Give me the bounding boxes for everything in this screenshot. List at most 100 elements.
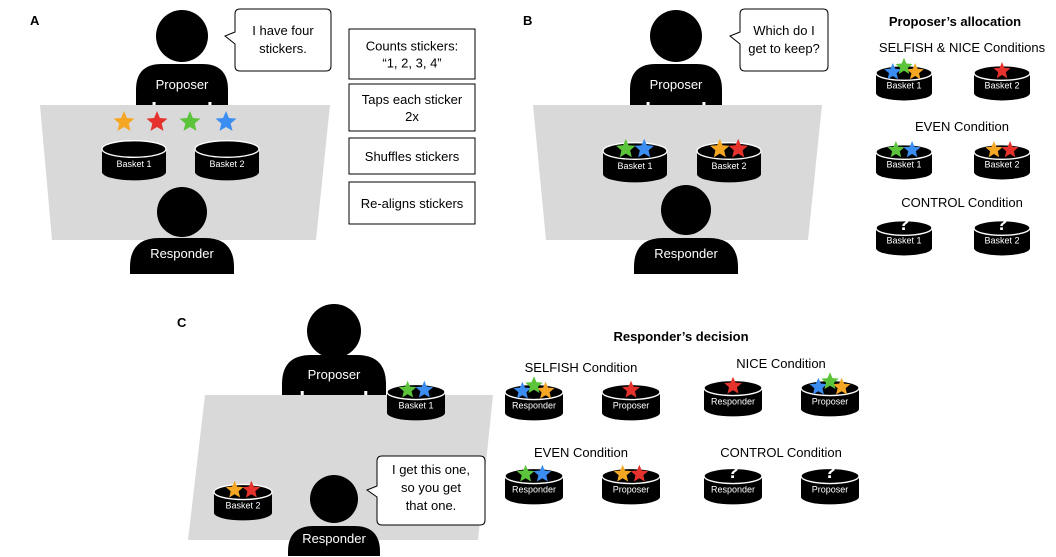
basket: Proposer (601, 380, 661, 421)
blue-star-sticker (215, 111, 237, 131)
speech-line: stickers. (259, 41, 307, 56)
basket-label: Basket 1 (886, 160, 921, 170)
basket: Responder (703, 376, 763, 417)
person-body (288, 526, 380, 556)
basket-rim (875, 144, 933, 160)
basket-label: Basket 2 (984, 236, 1019, 246)
basket-bottom (704, 489, 762, 505)
orange-star-sticker (832, 377, 851, 395)
red-star-sticker (146, 111, 168, 131)
blue-star-sticker (809, 377, 828, 395)
basket: Basket 1 (101, 139, 167, 181)
green-star-sticker (525, 376, 543, 393)
orange-star-sticker (710, 138, 730, 158)
step-box (348, 83, 476, 132)
condition-title: CONTROL Condition (720, 445, 842, 460)
basket-bottom (974, 240, 1030, 256)
basket-label: Responder (512, 400, 556, 410)
condition-title: CONTROL Condition (901, 195, 1023, 210)
basket-bottom (505, 405, 563, 421)
basket: Basket 2 (213, 480, 273, 521)
basket-rim (601, 467, 661, 485)
basket: Basket 2? (973, 214, 1031, 256)
condition-title: NICE Condition (736, 356, 826, 371)
basket-rim (101, 139, 167, 159)
blue-star-sticker (903, 141, 921, 158)
basket-rim (602, 141, 668, 161)
procedure-step: Re-aligns stickers (348, 181, 476, 225)
proposer-figure: Proposer (630, 10, 722, 110)
basket-label: Proposer (812, 396, 849, 406)
basket-label: Responder (512, 484, 556, 494)
condition-title: EVEN Condition (534, 445, 628, 460)
basket-bottom (801, 489, 859, 505)
orange-star-sticker (536, 381, 555, 399)
basket: Proposer (800, 372, 860, 417)
person-body (630, 64, 722, 110)
basket-bottom (102, 163, 166, 181)
basket-bottom (704, 401, 762, 417)
responder-figure: Responder (634, 185, 738, 274)
basket-label: Basket 2 (984, 81, 1019, 91)
person-head (310, 475, 358, 523)
speech-bubble: I have four stickers. (224, 8, 332, 72)
basket-bottom (876, 164, 932, 180)
speech-line: so you get (401, 480, 461, 495)
condition-title: EVEN Condition (915, 119, 1009, 134)
basket-rim (800, 467, 860, 485)
person-head (157, 187, 207, 237)
basket-rim (973, 220, 1031, 236)
sticker-row (113, 111, 237, 131)
step-box (348, 181, 476, 225)
basket-rim (386, 383, 446, 401)
panel-b-letter: B (523, 13, 532, 28)
basket-label: Basket 2 (225, 500, 260, 510)
basket-rim (194, 139, 260, 159)
basket: Basket 2 (973, 141, 1031, 180)
basket-label: Proposer (812, 484, 849, 494)
role-label: Responder (654, 246, 718, 261)
basket: Proposer? (800, 461, 860, 505)
speech-line: I get this one, (392, 462, 470, 477)
person-head (307, 304, 361, 358)
basket-label: Proposer (613, 484, 650, 494)
red-star-sticker (242, 480, 261, 498)
basket-label: Basket 1 (886, 81, 921, 91)
speech-line: Which do I (753, 23, 814, 38)
red-star-sticker (993, 62, 1011, 79)
procedure-step: Counts stickers:“1, 2, 3, 4” (348, 28, 476, 80)
basket-bottom (876, 85, 932, 101)
question-mark-icon: ? (996, 214, 1008, 235)
question-mark-icon: ? (898, 214, 910, 235)
green-star-sticker (398, 380, 417, 398)
green-star-sticker (616, 138, 636, 158)
panel-a-letter: A (30, 13, 40, 28)
basket: Proposer (601, 464, 661, 505)
person-head (661, 185, 711, 235)
green-star-sticker (179, 111, 201, 131)
panel-c-letter: C (177, 315, 187, 330)
proposer-figure: Proposer (282, 304, 386, 399)
basket-rim (703, 467, 763, 485)
responder-figure: Responder (288, 475, 380, 556)
basket-label: Basket 1 (116, 159, 151, 169)
basket-rim (213, 483, 273, 501)
table (40, 105, 330, 240)
red-star-sticker (724, 376, 742, 394)
panel-c: C Proposer Basket 1 Basket 2 Responder I… (177, 304, 860, 556)
role-label: Responder (302, 531, 366, 546)
speech-line: I have four (252, 23, 314, 38)
basket: Basket 2 (696, 138, 762, 183)
step-box (348, 28, 476, 80)
basket: Responder? (703, 461, 763, 505)
step-text: Taps each sticker (362, 92, 463, 107)
